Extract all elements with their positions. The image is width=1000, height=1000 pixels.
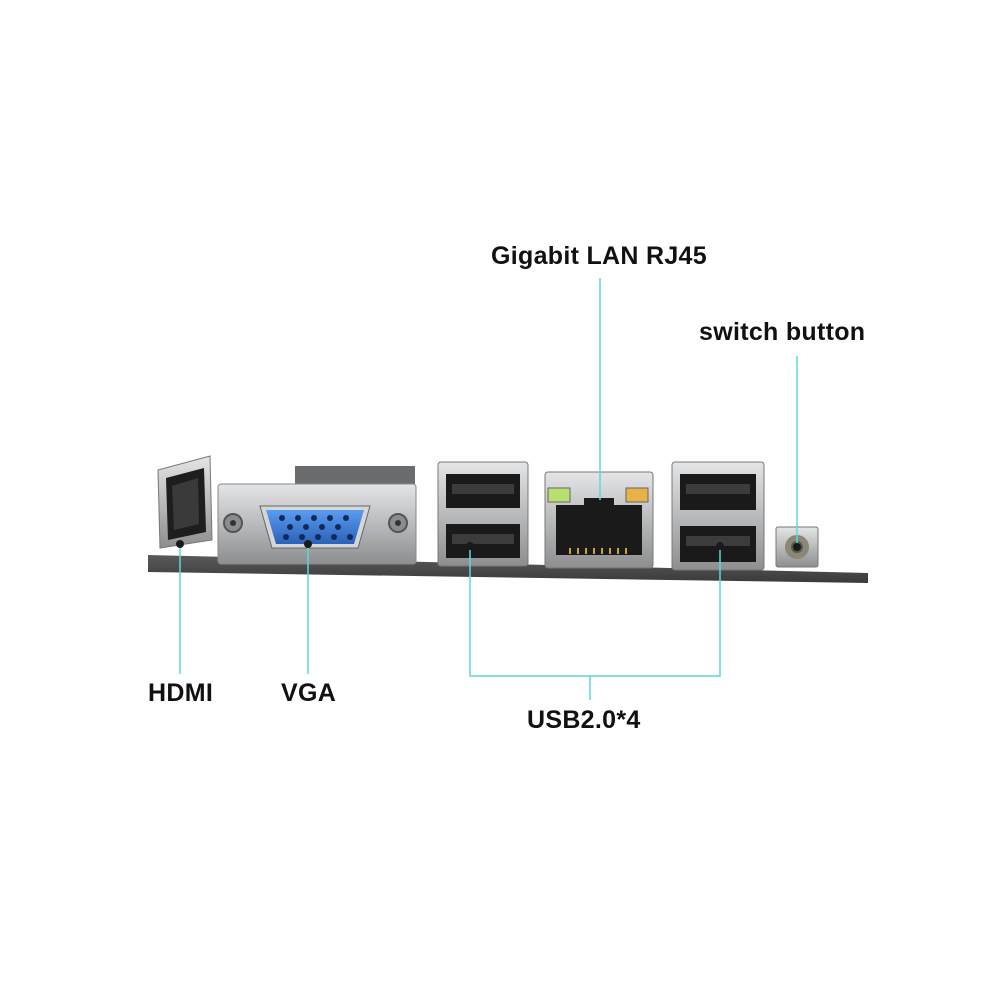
label-hdmi: HDMI [148, 679, 214, 707]
leader-dots [176, 500, 801, 551]
label-vga: VGA [281, 679, 337, 707]
label-switch-button: switch button [699, 318, 866, 346]
dot-switch [793, 543, 801, 551]
label-usb: USB2.0*4 [527, 706, 641, 734]
rj45-port [544, 471, 654, 569]
dot-hdmi [176, 540, 184, 548]
dot-lan [596, 500, 604, 508]
usb-stack-left [437, 461, 529, 567]
leader-line-usb-bracket [469, 546, 721, 677]
hdmi-port [157, 455, 213, 549]
leader-lines [179, 278, 798, 700]
dot-usb-right [716, 542, 724, 550]
dot-usb-left [466, 542, 474, 550]
dot-vga [304, 540, 312, 548]
vga-port [217, 483, 417, 565]
label-gigabit-lan: Gigabit LAN RJ45 [491, 242, 707, 270]
usb-stack-right [671, 461, 765, 571]
